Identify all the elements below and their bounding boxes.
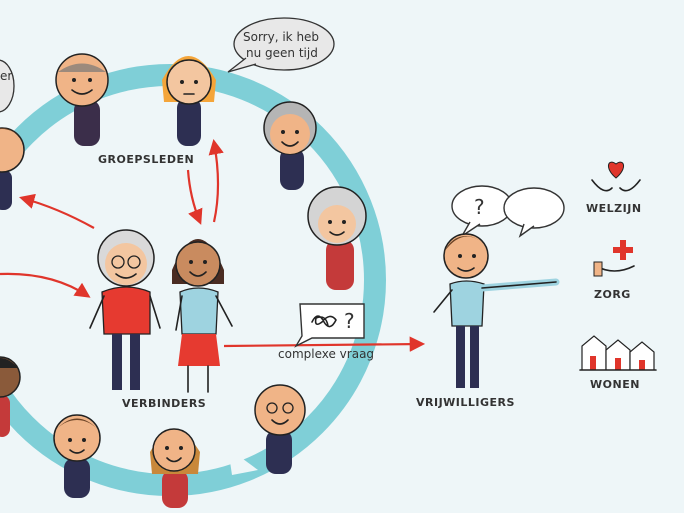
arrow-to-left-top	[19, 193, 95, 229]
flow-arrows	[0, 138, 426, 352]
group-member-grey-hair-woman	[263, 101, 317, 190]
label-groepsleden: GROEPSLEDEN	[98, 153, 194, 166]
label-verbinders: VERBINDERS	[122, 397, 206, 410]
label-welzijn: WELZIJN	[586, 202, 642, 215]
sorry-line-1: Sorry, ik heb	[243, 30, 319, 44]
arrow-to-verbinder-left	[0, 272, 91, 298]
arrow-up-to-groepslid	[208, 138, 224, 223]
speech-bubble-partial-left: er	[0, 59, 15, 113]
label-vrijwilligers: VRIJWILLIGERS	[416, 396, 515, 409]
verbinder-man	[89, 229, 161, 390]
cross-in-hand-icon	[593, 240, 635, 277]
vrijwilliger-man	[433, 233, 560, 388]
arrow-to-vrijwilliger	[223, 336, 426, 352]
group-member-orange-hair	[162, 56, 216, 146]
verbinder-woman	[172, 239, 233, 393]
label-complexe-vraag: complexe vraag	[278, 347, 374, 361]
speech-partial-text: er	[0, 69, 12, 83]
ring-gap	[228, 448, 258, 475]
group-member-blond-woman	[150, 428, 200, 508]
heart-in-hands-icon	[591, 161, 641, 192]
speech-bubble-sorry: Sorry, ik heb nu geen tijd	[227, 17, 335, 73]
complexe-vraag-card: ?	[294, 303, 365, 348]
group-member-bald-man	[55, 53, 109, 146]
group-member-brown-hair-man	[53, 414, 101, 498]
label-wonen: WONEN	[590, 378, 640, 391]
arrow-down-to-verbinder	[186, 169, 203, 225]
vrijwilliger-question-mark: ?	[474, 195, 485, 219]
label-zorg: ZORG	[594, 288, 631, 301]
group-member-glasses-man	[254, 384, 306, 474]
group-member-curly-grey-hair	[307, 186, 367, 290]
group-member-left-edge-bottom	[0, 356, 21, 437]
group-member-left-edge-top	[0, 127, 25, 210]
houses-icon	[579, 335, 657, 371]
complexe-vraag-question-mark: ?	[344, 309, 355, 333]
vrijwilliger-thought-bubbles: ?	[451, 185, 565, 238]
sorry-line-2: nu geen tijd	[246, 46, 318, 60]
